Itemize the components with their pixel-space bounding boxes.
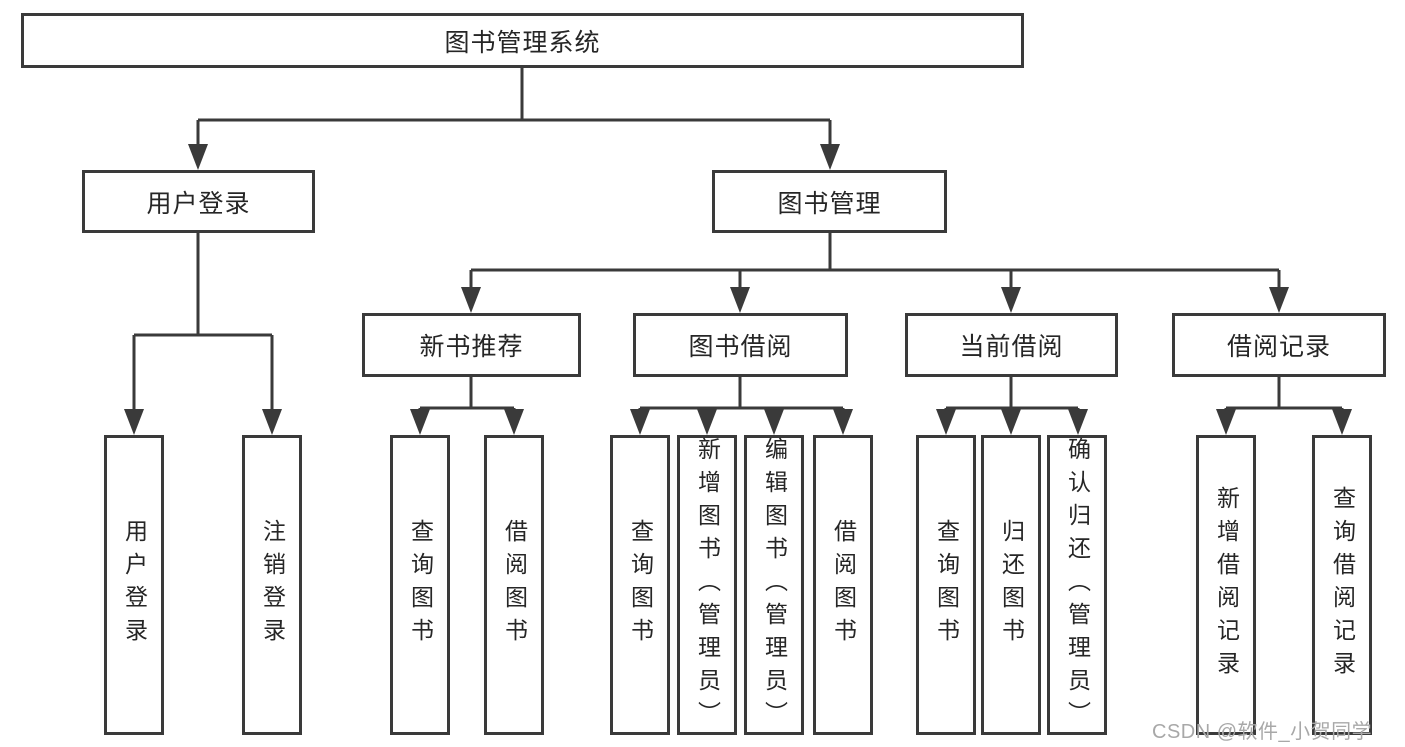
leaf-query-books-3: 查询图书	[916, 435, 976, 735]
connector-user-login-children	[124, 233, 282, 435]
leaf-borrow-books-1: 借阅图书	[484, 435, 544, 735]
node-label: 新书推荐	[419, 333, 524, 361]
leaf-label: 查询借阅记录	[1329, 486, 1356, 684]
leaf-query-borrow-record: 查询借阅记录	[1312, 435, 1372, 735]
leaf-add-book-admin: 新增图书（管理员）	[677, 435, 737, 735]
leaf-label: 借阅图书	[830, 519, 857, 651]
node-current-borrowing: 当前借阅	[905, 313, 1118, 377]
leaf-label: 查询图书	[407, 519, 434, 651]
node-book-management: 图书管理	[712, 170, 947, 233]
connector-borrowing-records-children	[1216, 377, 1352, 435]
node-new-book-recommend: 新书推荐	[362, 313, 581, 377]
leaf-label: 新增借阅记录	[1213, 486, 1240, 684]
connector-book-management-children	[461, 233, 1289, 313]
node-label: 用户登录	[146, 189, 251, 218]
leaf-label: 查询图书	[933, 519, 960, 651]
node-user-login: 用户登录	[82, 170, 315, 233]
leaf-label: 新增图书（管理员）	[694, 436, 721, 734]
leaf-return-book: 归还图书	[981, 435, 1041, 735]
node-library-management-system: 图书管理系统	[21, 13, 1024, 68]
node-borrowing-records: 借阅记录	[1172, 313, 1386, 377]
leaf-confirm-return-admin: 确认归还（管理员）	[1047, 435, 1107, 735]
leaf-logout: 注销登录	[242, 435, 302, 735]
leaf-user-login: 用户登录	[104, 435, 164, 735]
leaf-label: 编辑图书（管理员）	[761, 436, 788, 734]
node-label: 当前借阅	[959, 333, 1064, 361]
leaf-label: 确认归还（管理员）	[1064, 436, 1091, 734]
leaf-label: 归还图书	[998, 519, 1025, 651]
connector-root-to-level2	[188, 68, 840, 170]
connector-current-borrowing-children	[936, 377, 1088, 435]
node-label: 图书管理	[777, 189, 882, 218]
leaf-query-books-2: 查询图书	[610, 435, 670, 735]
node-label: 图书管理系统	[444, 28, 601, 57]
leaf-label: 借阅图书	[501, 519, 528, 651]
node-label: 图书借阅	[688, 333, 793, 361]
leaf-add-borrow-record: 新增借阅记录	[1196, 435, 1256, 735]
leaf-query-books-1: 查询图书	[390, 435, 450, 735]
leaf-label: 用户登录	[121, 519, 148, 651]
leaf-label: 查询图书	[627, 519, 654, 651]
connector-book-borrowing-children	[630, 377, 853, 435]
leaf-label: 注销登录	[259, 519, 286, 651]
leaf-edit-book-admin: 编辑图书（管理员）	[744, 435, 804, 735]
leaf-borrow-books-2: 借阅图书	[813, 435, 873, 735]
csdn-watermark: CSDN @软件_小贺同学	[1152, 721, 1373, 743]
node-book-borrowing: 图书借阅	[633, 313, 848, 377]
connector-new-book-recommend-children	[410, 377, 524, 435]
node-label: 借阅记录	[1226, 333, 1331, 361]
